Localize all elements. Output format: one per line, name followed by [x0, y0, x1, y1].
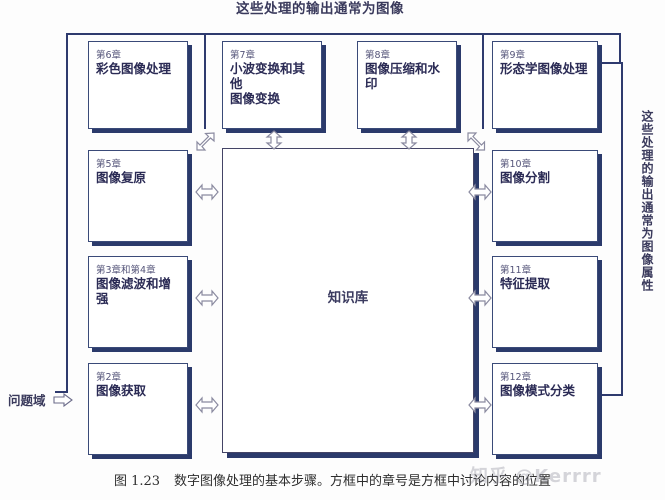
- right-vertical-title-label: 这些处理的输出通常为图像属性: [640, 110, 654, 292]
- chapter-number-9: 第9章: [500, 50, 526, 61]
- connector-line-top-left-vertical: [66, 33, 69, 393]
- figure-caption: 图 1.23 数字图像处理的基本步骤。方框中的章号是方框中讨论内容的位置: [0, 470, 665, 489]
- chapter-box-9[interactable]: 第9章 形态学图像处理: [492, 41, 598, 129]
- connector-line-left-inner-rail: [204, 34, 207, 129]
- chapter-box-3-4[interactable]: 第3章和第4章 图像滤波和增强: [88, 256, 188, 348]
- chapter-title-9: 形态学图像处理: [500, 61, 588, 76]
- chapter-title-6: 彩色图像处理: [96, 61, 172, 76]
- double-headed-vertical-arrow-icon-1: [265, 130, 283, 150]
- double-headed-diagonal-arrow-icon-left: [194, 130, 216, 152]
- chapter-number-8: 第8章: [365, 50, 391, 61]
- connector-line-top-right-vertical: [619, 33, 622, 63]
- chapter-number-3-4: 第3章和第4章: [96, 265, 156, 276]
- double-headed-horizontal-arrow-icon-left-3: [195, 396, 219, 414]
- double-headed-diagonal-arrow-icon-right: [466, 130, 488, 152]
- double-headed-horizontal-arrow-icon-right-2: [468, 289, 492, 307]
- problem-domain-text: 问题域: [8, 393, 46, 408]
- chapter-number-6: 第6章: [96, 50, 122, 61]
- double-headed-horizontal-arrow-icon-right-3: [468, 396, 492, 414]
- connector-line-right-top-horizontal: [595, 62, 623, 65]
- double-headed-horizontal-arrow-icon-right-1: [468, 183, 492, 201]
- double-headed-horizontal-arrow-icon-left-2: [195, 289, 219, 307]
- figure-caption-number: 图 1.23: [113, 474, 161, 489]
- chapter-title-7: 小波变换和其他 图像变换: [230, 61, 306, 106]
- chapter-title-3-4: 图像滤波和增强: [96, 276, 172, 306]
- chapter-title-12: 图像模式分类: [500, 383, 576, 398]
- connector-line-top-horizontal: [66, 33, 621, 36]
- double-headed-horizontal-arrow-icon-left-1: [195, 183, 219, 201]
- chapter-box-2[interactable]: 第2章 图像获取: [88, 363, 188, 455]
- chapter-number-5: 第5章: [96, 159, 122, 170]
- chapter-box-12[interactable]: 第12章 图像模式分类: [492, 363, 598, 455]
- chapter-number-11: 第11章: [500, 265, 532, 276]
- chapter-title-8: 图像压缩和水印: [365, 61, 441, 91]
- connector-line-right-outer-vertical: [621, 62, 624, 396]
- chapter-title-5: 图像复原: [96, 170, 147, 185]
- chapter-number-10: 第10章: [500, 159, 532, 170]
- chapter-title-10: 图像分割: [500, 170, 551, 185]
- chapter-title-11: 特征提取: [500, 276, 551, 291]
- chapter-number-2: 第2章: [96, 372, 122, 383]
- knowledge-base-label: 知识库: [327, 290, 369, 306]
- connector-line-right-bottom-horizontal: [595, 394, 623, 397]
- chapter-box-7[interactable]: 第7章 小波变换和其他 图像变换: [222, 41, 322, 129]
- chapter-number-7: 第7章: [230, 50, 256, 61]
- chapter-box-11[interactable]: 第11章 特征提取: [492, 256, 598, 348]
- knowledge-base-box[interactable]: 知识库: [222, 148, 474, 453]
- chapter-box-8[interactable]: 第8章 图像压缩和水印: [357, 41, 457, 129]
- chapter-title-2: 图像获取: [96, 383, 147, 398]
- connector-line-left-bottom-vertical: [55, 391, 58, 393]
- right-arrow-icon: [53, 392, 73, 410]
- connector-line-right-inner-rail: [482, 34, 485, 129]
- chapter-box-6[interactable]: 第6章 彩色图像处理: [88, 41, 188, 129]
- problem-domain-label: 问题域: [8, 390, 73, 410]
- double-headed-vertical-arrow-icon-2: [400, 130, 418, 150]
- chapter-number-12: 第12章: [500, 372, 532, 383]
- top-title-label: 这些处理的输出通常为图像: [236, 1, 404, 17]
- chapter-box-10[interactable]: 第10章 图像分割: [492, 150, 598, 242]
- figure-caption-text: 数字图像处理的基本步骤。方框中的章号是方框中讨论内容的位置: [174, 474, 552, 489]
- chapter-box-5[interactable]: 第5章 图像复原: [88, 150, 188, 242]
- connector-line-left-bottom-horizontal: [55, 391, 68, 394]
